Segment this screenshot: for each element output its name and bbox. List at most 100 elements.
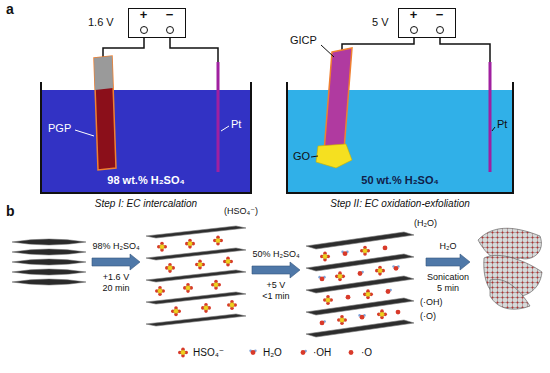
process-arrow (252, 262, 300, 278)
condition-label: <1 min (262, 291, 289, 301)
molecule (216, 238, 221, 243)
molecule (326, 298, 331, 303)
graphite-layer (306, 298, 414, 315)
terminal (410, 26, 418, 34)
graphite-layer (146, 226, 246, 238)
molecule (320, 321, 325, 326)
electrode-label: GICP (290, 34, 317, 47)
condition-label: +5 V (267, 280, 286, 290)
graphite-layer (306, 232, 414, 249)
condition-label: Sonication (427, 272, 469, 282)
beaker: 50 wt.% H₂SO₄ (286, 82, 514, 194)
species-label: (HSO₄⁻) (224, 206, 258, 216)
molecule (340, 318, 345, 323)
molecule (251, 350, 256, 355)
terminal (140, 26, 148, 34)
electrolyte (288, 90, 512, 192)
legend-item: ·O (344, 346, 372, 358)
leader-line (75, 130, 94, 136)
molecule (323, 254, 328, 259)
legend-text: ·OH (313, 347, 331, 358)
molecule (155, 236, 400, 326)
molecule (158, 289, 163, 294)
graphite-layer (306, 232, 414, 337)
power-supply: +− (398, 8, 456, 38)
electrolyte-label: 98 wt.% H₂SO₄ (107, 174, 184, 187)
molecule (343, 251, 348, 256)
electrode-label: GO (293, 150, 310, 163)
graphite-layer (12, 239, 86, 245)
molecule (349, 350, 354, 355)
step-caption: Step I: EC intercalation (95, 198, 197, 210)
voltage-label: 5 V (372, 16, 389, 29)
terminal (166, 26, 174, 34)
molecule (226, 259, 231, 264)
molecule (181, 350, 186, 355)
panel-letter: a (6, 1, 14, 17)
species-label: (·O) (420, 311, 436, 321)
molecule (168, 265, 173, 270)
graphite-layer (12, 249, 86, 255)
graphite-layer (12, 279, 86, 285)
graphite-layer (306, 254, 414, 271)
molecule (358, 271, 363, 276)
species-label: (·OH) (420, 297, 443, 307)
power-supply: +− (128, 8, 186, 38)
electrode (94, 56, 116, 170)
legend-swatch (296, 346, 310, 358)
molecule (363, 248, 368, 253)
molecule (198, 262, 203, 267)
electrode-label: Pt (231, 118, 241, 131)
condition-label: 5 min (437, 283, 459, 293)
terminal-sign: − (166, 8, 174, 23)
legend-text: H₂O (263, 347, 282, 358)
graphite-layer (146, 226, 246, 326)
molecule (366, 292, 371, 297)
molecule (230, 303, 235, 308)
molecule (301, 350, 306, 355)
wire (170, 38, 218, 62)
graphite-layer (146, 292, 246, 304)
graphite-layer (146, 270, 246, 282)
electrode-label: PGP (48, 122, 71, 135)
terminal-sign: − (436, 8, 444, 23)
molecule (383, 246, 388, 251)
electrolyte-label: 50 wt.% H₂SO₄ (361, 174, 438, 187)
molecule (378, 268, 383, 273)
legend-item: HSO₄⁻ (176, 346, 224, 358)
graphite-layer (12, 239, 86, 285)
terminal-sign: + (140, 8, 148, 23)
process-arrow (426, 254, 470, 270)
condition-label: +1.6 V (103, 272, 129, 282)
condition-label: H₂O (440, 241, 457, 251)
leader-line (75, 45, 495, 157)
electrode (217, 62, 220, 172)
molecule (160, 244, 165, 249)
step-caption: Step II: EC oxidation-exfoliation (330, 198, 470, 210)
wire (440, 38, 490, 62)
molecule (338, 274, 343, 279)
condition-label: 98% H₂SO₄ (92, 241, 139, 251)
graphite-layer (306, 276, 414, 293)
graphite-layer (12, 259, 86, 265)
legend-swatch (344, 346, 358, 358)
terminal-sign: + (410, 8, 418, 23)
beaker: 98 wt.% H₂SO₄ (40, 82, 252, 194)
molecule (214, 282, 219, 287)
graphite-layer (146, 314, 246, 326)
molecule (204, 305, 209, 310)
electrode (324, 48, 352, 152)
wire (103, 38, 144, 57)
molecule (396, 310, 401, 315)
leader-line (321, 45, 334, 57)
leader-line (221, 126, 229, 131)
molecule (380, 312, 385, 317)
terminal (436, 26, 444, 34)
process-arrow (92, 254, 140, 270)
graphene-oxide-sheet (478, 228, 542, 309)
legend-swatch (246, 346, 260, 358)
wire (342, 38, 414, 50)
leader-line (492, 127, 495, 131)
electrode-label: Pt (497, 118, 507, 131)
